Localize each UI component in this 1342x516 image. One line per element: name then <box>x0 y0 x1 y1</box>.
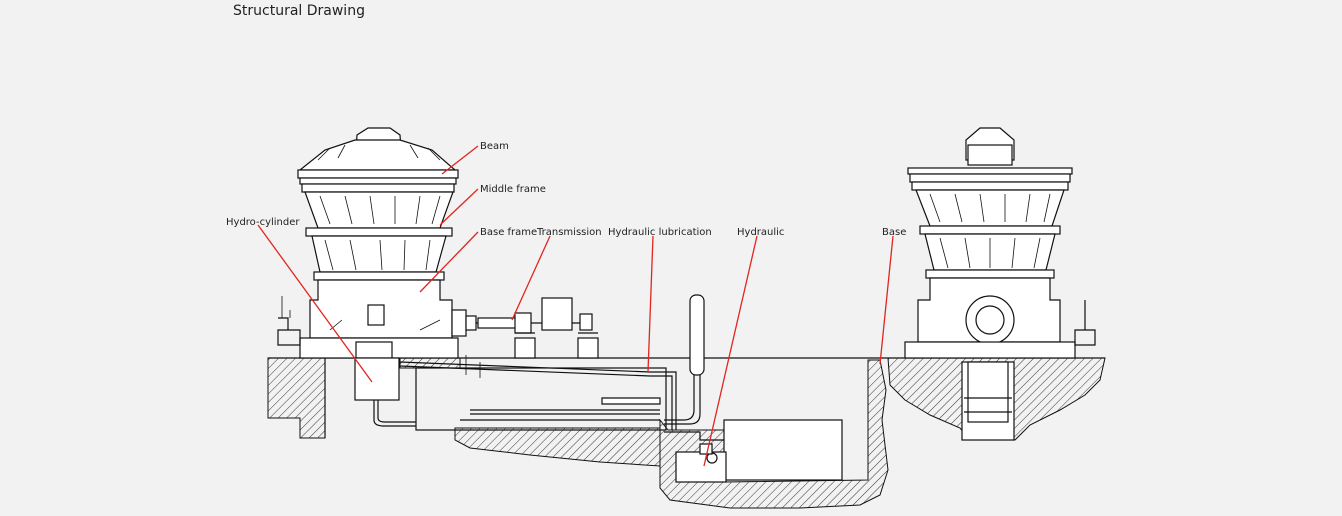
label-hydro-cylinder: Hydro-cylinder <box>226 217 300 228</box>
leader-base-frame <box>419 231 479 293</box>
label-middle-frame: Middle frame <box>480 184 546 195</box>
leader-lines <box>257 145 894 467</box>
leader-hydraulic <box>703 235 758 467</box>
leader-base <box>879 235 894 365</box>
leader-hydraulic-lubrication <box>647 235 654 373</box>
labels: Beam Middle frame Hydro-cylinder Base fr… <box>226 141 906 238</box>
label-hydraulic: Hydraulic <box>737 227 784 238</box>
cone-crusher-side-view <box>904 127 1096 423</box>
piping <box>373 294 727 483</box>
leader-middle-frame <box>439 188 479 226</box>
label-base: Base <box>882 227 906 238</box>
label-beam: Beam <box>480 141 509 152</box>
label-hydraulic-lubrication: Hydraulic lubrication <box>608 227 712 238</box>
leader-transmission <box>511 235 551 321</box>
transmission-assembly <box>451 297 599 359</box>
label-transmission: Transmission <box>536 227 602 238</box>
leader-beam <box>441 145 479 175</box>
leader-hydro-cylinder <box>257 224 373 383</box>
label-base-frame: Base frame <box>480 227 537 238</box>
page-title: Structural Drawing <box>233 3 365 19</box>
cone-crusher-front-view <box>277 127 459 401</box>
